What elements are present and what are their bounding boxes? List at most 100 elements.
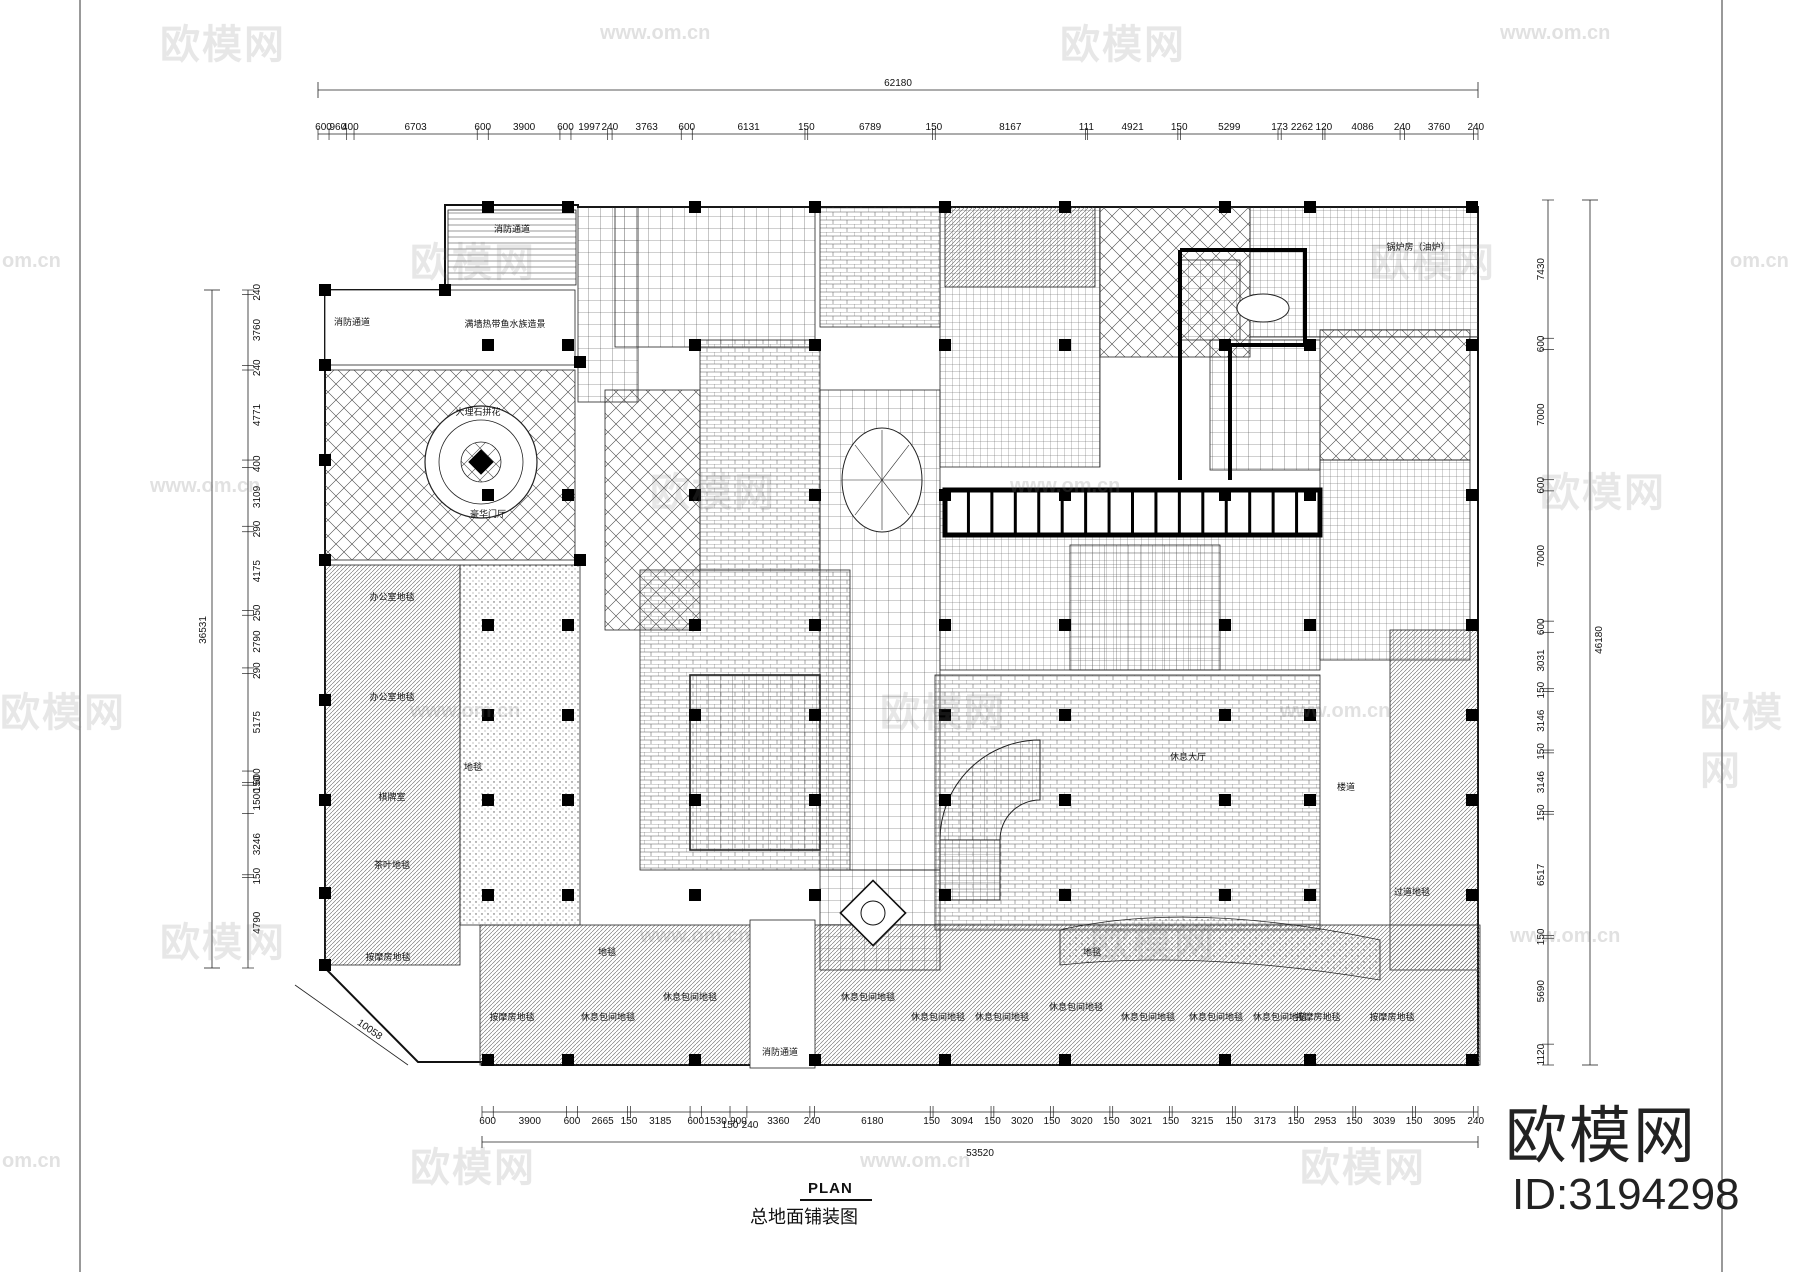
dimension-label: 150	[798, 122, 815, 133]
room-label: 楼道	[1337, 781, 1355, 793]
dimension-label: 600	[1536, 618, 1547, 635]
dimension-label: 240	[742, 1120, 759, 1131]
dimension-label: 173	[1271, 122, 1288, 133]
dimension-label: 3215	[1191, 1116, 1214, 1127]
dimension-label: 3760	[252, 318, 263, 341]
structural-column	[574, 554, 586, 566]
room-label: 休息包间地毯	[581, 1011, 635, 1023]
structural-column	[1466, 619, 1478, 631]
structural-column	[939, 489, 951, 501]
dimension-label: 3094	[951, 1116, 974, 1127]
dimension-label: 240	[804, 1116, 821, 1127]
room-label: 办公室地毯	[369, 591, 414, 603]
structural-column	[1059, 889, 1071, 901]
structural-column	[1304, 339, 1316, 351]
structural-column	[562, 201, 574, 213]
structural-column	[482, 709, 494, 721]
structural-column	[562, 339, 574, 351]
structural-column	[319, 794, 331, 806]
dimension-label: 7000	[1536, 403, 1547, 426]
structural-column	[1304, 1054, 1316, 1066]
structural-column	[689, 709, 701, 721]
dimension-label: 150	[984, 1116, 1001, 1127]
structural-column	[1304, 489, 1316, 501]
dimension-label: 150	[923, 1116, 940, 1127]
dimension-label: 600	[474, 122, 491, 133]
dimension-label: 1997	[578, 122, 601, 133]
dimension-label: 7430	[1536, 258, 1547, 281]
structural-column	[1466, 1054, 1478, 1066]
room-label: 地毯	[598, 946, 616, 958]
dimension-label: 6131	[737, 122, 760, 133]
dimension-label: 3173	[1254, 1116, 1277, 1127]
structural-column	[809, 489, 821, 501]
dimension-label: 3900	[513, 122, 536, 133]
dimension-label: 150	[621, 1116, 638, 1127]
dimension-label: 4921	[1122, 122, 1145, 133]
structural-column	[1219, 794, 1231, 806]
dimension-label: 5299	[1218, 122, 1241, 133]
room-label: 地毯	[1083, 946, 1101, 958]
room-label: 大理石拼花	[455, 406, 500, 418]
overall-dimension-top: 62180	[884, 78, 912, 89]
structural-column	[689, 619, 701, 631]
structural-column	[939, 794, 951, 806]
room-label: 地毯	[464, 761, 482, 773]
dimension-label: 600	[479, 1116, 496, 1127]
dimension-label: 3146	[1536, 709, 1547, 732]
room-label: 棋牌室	[378, 791, 405, 803]
structural-column	[562, 794, 574, 806]
structural-column	[689, 794, 701, 806]
dimension-label: 8167	[999, 122, 1022, 133]
dimension-label: 3763	[636, 122, 659, 133]
dimension-label: 150	[1225, 1116, 1242, 1127]
dimension-label: 960	[330, 122, 347, 133]
dimension-label: 150	[1171, 122, 1188, 133]
plan-label: PLAN	[808, 1180, 853, 1197]
structural-column	[1059, 619, 1071, 631]
structural-column	[319, 454, 331, 466]
room-label: 休息包间地毯	[663, 991, 717, 1003]
room-label: 休息包间地毯	[841, 991, 895, 1003]
dimension-label: 150	[722, 1120, 739, 1131]
dimension-label: 600	[315, 122, 332, 133]
dimension-label: 3760	[1428, 122, 1451, 133]
structural-column	[482, 1054, 494, 1066]
structural-column	[439, 284, 451, 296]
structural-column	[1059, 1054, 1071, 1066]
structural-column	[1466, 489, 1478, 501]
dimension-label: 5175	[252, 711, 263, 734]
dimension-label: 150	[1346, 1116, 1363, 1127]
structural-column	[1059, 709, 1071, 721]
dimension-label: 240	[1467, 122, 1484, 133]
dimension-label: 400	[252, 455, 263, 472]
structural-column	[562, 1054, 574, 1066]
room-label: 过道地毯	[1394, 886, 1430, 898]
dimension-label: 3021	[1130, 1116, 1153, 1127]
structural-column	[1466, 889, 1478, 901]
dimension-label: 3900	[519, 1116, 542, 1127]
dimension-label: 1500	[252, 788, 263, 811]
dimension-label: 2953	[1314, 1116, 1337, 1127]
structural-column	[562, 709, 574, 721]
overall-dimension-left: 36531	[198, 616, 209, 644]
room-label: 休息大厅	[1170, 751, 1206, 763]
room-label: 休息包间地毯	[1049, 1001, 1103, 1013]
room-label: 按摩房地毯	[1369, 1011, 1414, 1023]
dimension-label: 3360	[767, 1116, 790, 1127]
room-label: 按摩房地毯	[489, 1011, 534, 1023]
structural-column	[809, 889, 821, 901]
structural-column	[1304, 201, 1316, 213]
dimension-label: 1120	[1536, 1043, 1547, 1065]
structural-column	[1059, 201, 1071, 213]
dimension-label: 150	[1536, 928, 1547, 945]
dimension-label: 6180	[861, 1116, 884, 1127]
dimension-label: 3039	[1373, 1116, 1396, 1127]
structural-column	[1466, 201, 1478, 213]
room-label: 消防通道	[762, 1046, 798, 1058]
room-label: 消防通道	[334, 316, 370, 328]
structural-column	[1466, 709, 1478, 721]
dimension-label: 150	[1536, 743, 1547, 760]
dimension-label: 4771	[252, 403, 263, 426]
structural-column	[319, 694, 331, 706]
